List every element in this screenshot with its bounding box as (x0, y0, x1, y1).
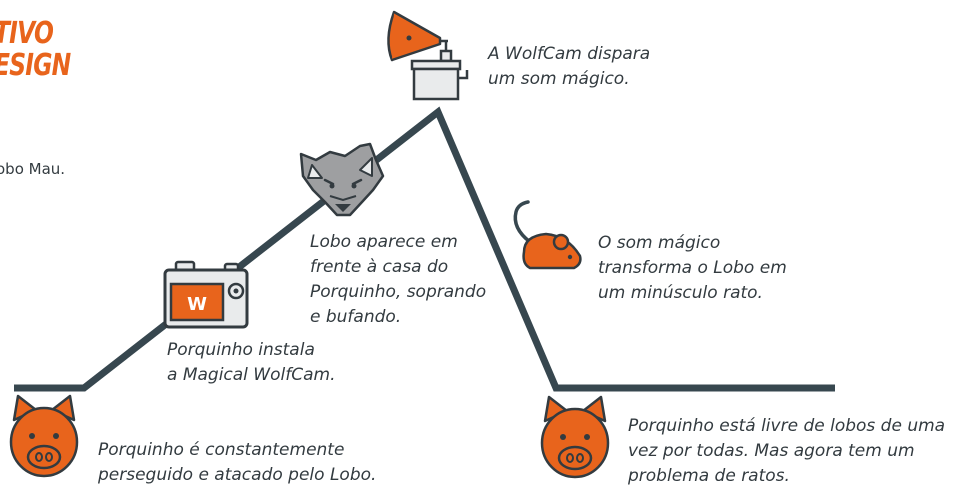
caption-line: um minúsculo rato. (598, 283, 763, 303)
wolf-icon (299, 142, 385, 217)
heading-line-1: TIVO (0, 16, 54, 51)
caption-line: Porquinho está livre de lobos de uma (628, 416, 946, 436)
pig-icon (9, 394, 79, 478)
caption-line: Lobo aparece em (310, 232, 458, 252)
intro-text-fragment: obo Mau. (0, 160, 66, 178)
gramophone-icon (387, 10, 469, 101)
caption-line: frente à casa do (310, 257, 449, 277)
caption-line: Porquinho, soprando (310, 282, 487, 302)
mouse-icon (513, 200, 582, 270)
heading-line-2: ESIGN (0, 48, 71, 83)
caption-end: Porquinho está livre de lobos de uma vez… (628, 414, 945, 489)
caption-camera: Porquinho instala a Magical WolfCam. (167, 338, 335, 388)
caption-line: perseguido e atacado pelo Lobo. (98, 465, 377, 485)
caption-line: a Magical WolfCam. (167, 365, 336, 385)
camera-icon: W (163, 260, 249, 329)
caption-line: O som mágico (598, 233, 721, 253)
caption-line: Porquinho instala (167, 340, 315, 360)
diagram-heading: TIVO ESIGN (0, 16, 71, 83)
caption-mouse: O som mágico transforma o Lobo em um min… (598, 231, 787, 306)
caption-line: e bufando. (310, 307, 402, 327)
story-arc-line (14, 106, 835, 392)
caption-line: Porquinho é constantemente (98, 440, 345, 460)
caption-line: um som mágico. (488, 69, 630, 89)
caption-line: transforma o Lobo em (598, 258, 787, 278)
caption-start: Porquinho é constantemente perseguido e … (98, 438, 376, 488)
caption-wolf: Lobo aparece em frente à casa do Porquin… (310, 230, 486, 330)
caption-line: vez por todas. Mas agora tem um (628, 441, 915, 461)
caption-peak: A WolfCam dispara um som mágico. (488, 42, 650, 92)
pig-icon (540, 395, 610, 479)
camera-label: W (187, 294, 207, 315)
caption-line: A WolfCam dispara (488, 44, 651, 64)
caption-line: problema de ratos. (628, 466, 790, 486)
